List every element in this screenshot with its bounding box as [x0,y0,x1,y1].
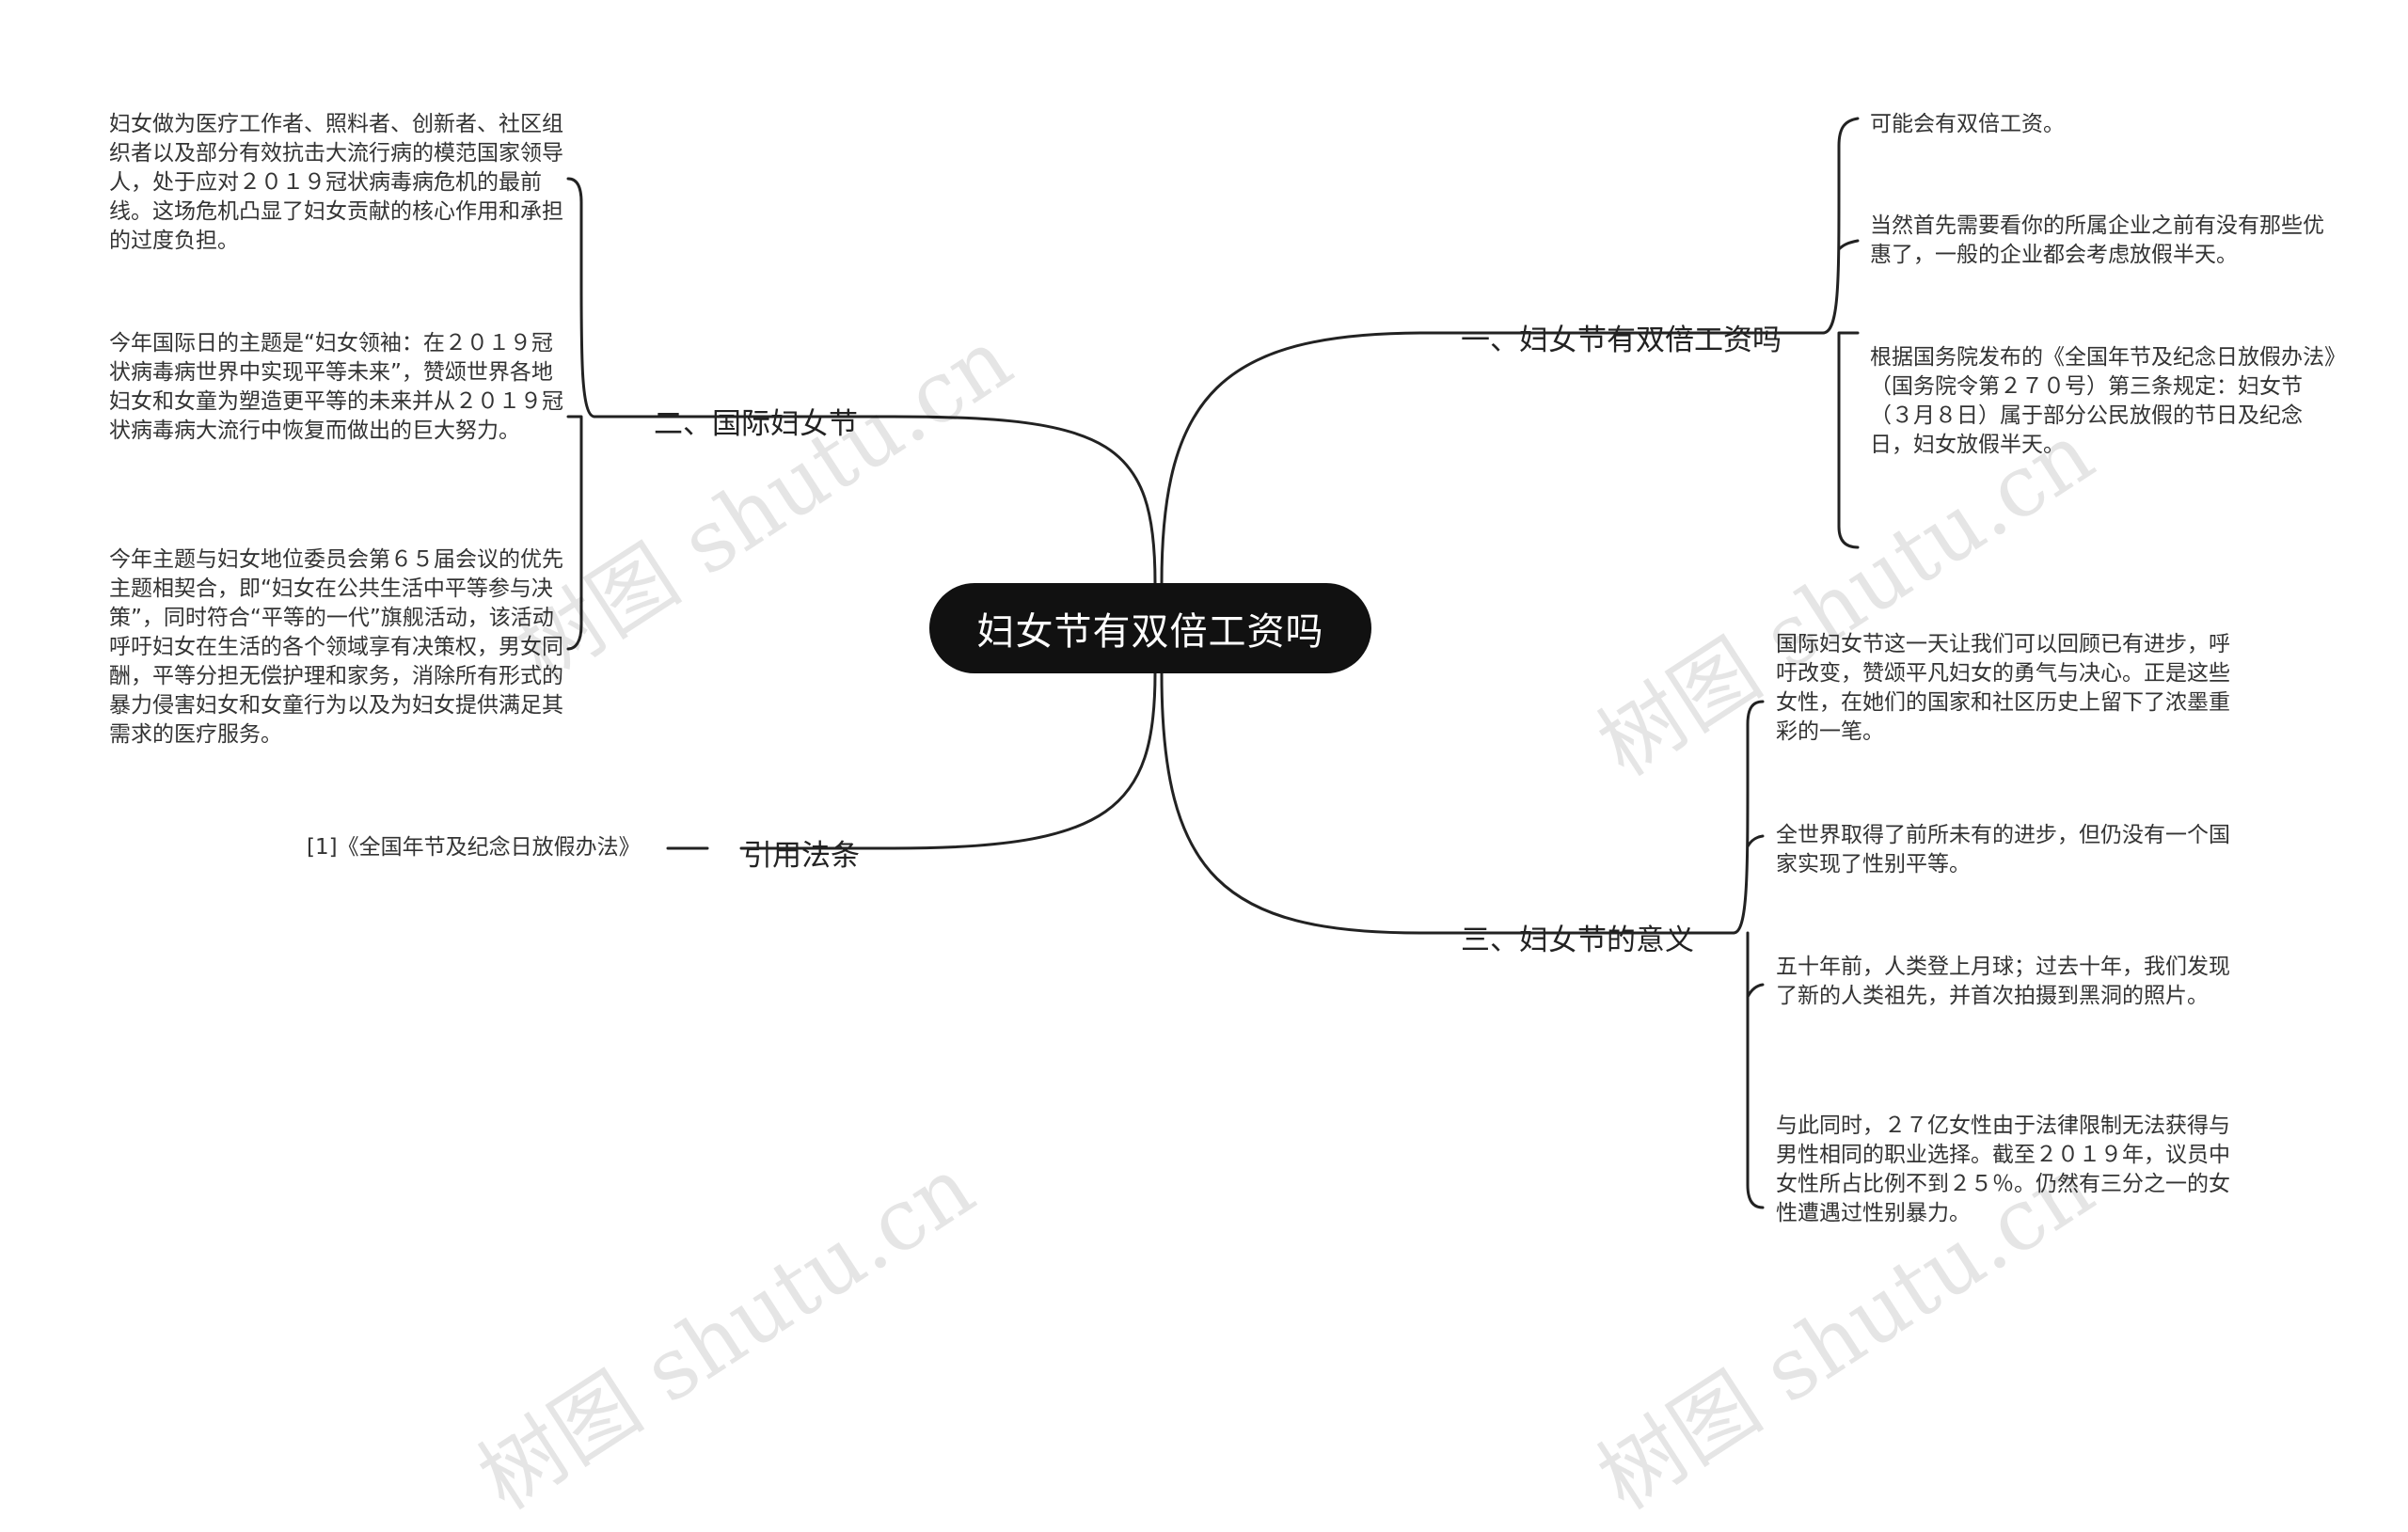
link-root-branch-3 [1160,671,1427,935]
branch-1-leaf-1: 可能会有双倍工资。 [1870,112,2065,136]
branch-4-leaf-1: [1]《全国年节及纪念日放假办法》 [307,835,641,860]
bracket-branch-1 [1821,117,1860,549]
branch-2-leaf-2: 今年国际日的主题是“妇女领袖：在２０１９冠状病毒病世界中实现平等未来”，赞颂世界… [109,331,563,443]
branch-3-node[interactable]: 三、妇女节的意义 [1461,916,1694,958]
bracket-branch-3 [1732,700,1765,1209]
link-root-branch-1 [1160,331,1427,585]
link-root-branch-4 [892,671,1157,850]
branch-2-title: 二、国际妇女节 [654,407,858,441]
root-title: 妇女节有双倍工资吗 [976,610,1324,654]
connector-lines [566,117,1860,1209]
branch-2-leaf-1: 妇女做为医疗工作者、照料者、创新者、社区组织者以及部分有效抗击大流行病的模范国家… [109,112,563,253]
branch-4-node[interactable]: 引用法条 [743,831,860,874]
mind-map-canvas: 妇女节有双倍工资吗 一、妇女节有双倍工资吗 可能会有双倍工资。 当然首先需要看你… [109,112,2336,1529]
branch-4-title: 引用法条 [743,839,860,873]
branch-1-title: 一、妇女节有双倍工资吗 [1461,324,1782,357]
bracket-branch-2 [566,177,596,651]
branch-3-leaf-4: 与此同时，２７亿女性由于法律限制无法获得与男性相同的职业选择。截至２０１９年，议… [1776,1113,2230,1225]
branch-1-node[interactable]: 一、妇女节有双倍工资吗 [1461,316,1782,358]
branch-1-leaf-3: 根据国务院发布的《全国年节及纪念日放假办法》（国务院令第２７０号）第三条规定：妇… [1870,345,2336,457]
link-root-branch-2 [892,415,1157,585]
branch-1-leaf-2: 当然首先需要看你的所属企业之前有没有那些优惠了，一般的企业都会考虑放假半天。 [1870,213,2324,267]
branch-2-leaf-3: 今年主题与妇女地位委员会第６５届会议的优先主题相契合，即“妇女在公共生活中平等参… [109,547,563,747]
branch-3-leaf-2: 全世界取得了前所未有的进步，但仍没有一个国家实现了性别平等。 [1776,823,2230,877]
branch-3-title: 三、妇女节的意义 [1461,924,1694,957]
branch-3-leaf-1: 国际妇女节这一天让我们可以回顾已有进步，呼吁改变，赞颂平凡妇女的勇气与决心。正是… [1776,632,2230,744]
branch-3-leaf-3: 五十年前，人类登上月球；过去十年，我们发现了新的人类祖先，并首次拍摄到黑洞的照片… [1776,955,2230,1008]
branch-2-node[interactable]: 二、国际妇女节 [654,400,858,442]
root-node[interactable]: 妇女节有双倍工资吗 [929,583,1371,673]
